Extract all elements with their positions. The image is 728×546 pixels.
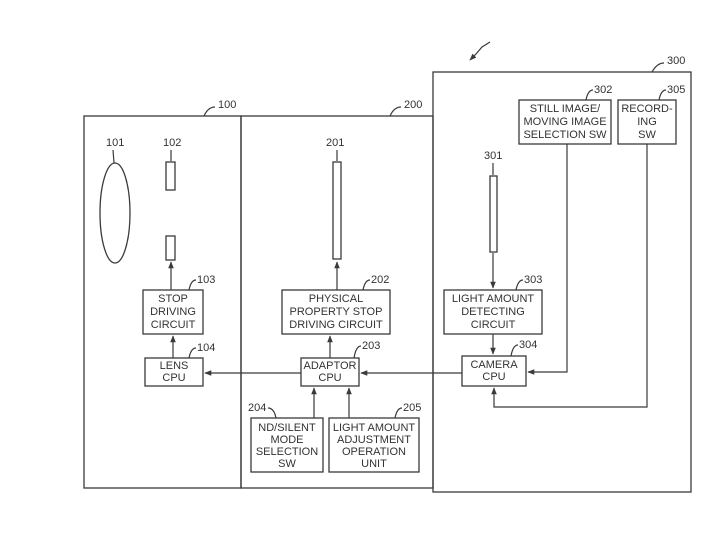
element-102-lower (166, 236, 175, 260)
unit-ref-200: 200 (404, 99, 422, 111)
svg-text:ND/SILENT: ND/SILENT (258, 422, 316, 434)
svg-text:SELECTION SW: SELECTION SW (523, 129, 607, 141)
light-amount-adjustment-operation-unit-block: LIGHT AMOUNT ADJUSTMENT OPERATION UNIT (329, 418, 419, 472)
unit-ref-100: 100 (218, 99, 236, 111)
svg-text:STOP: STOP (158, 293, 188, 305)
light-amount-detecting-circuit-leader (516, 280, 523, 290)
svg-text:MOVING IMAGE: MOVING IMAGE (523, 116, 606, 128)
physical-property-stop-driving-circuit-leader (363, 280, 370, 290)
unit-ref-300: 300 (667, 55, 685, 67)
svg-text:ADAPTOR: ADAPTOR (304, 360, 357, 372)
lens-cpu-ref: 104 (197, 342, 215, 354)
svg-text:DETECTING: DETECTING (461, 306, 525, 318)
adaptor-cpu-ref: 203 (362, 340, 380, 352)
svg-text:OPERATION: OPERATION (342, 446, 406, 458)
recording-sw-block: RECORD- ING SW (618, 100, 676, 144)
unit-leader-300 (652, 63, 664, 72)
element-201 (333, 162, 341, 259)
recording-sw-leader (659, 90, 666, 100)
still-moving-image-selection-sw-leader (586, 90, 593, 100)
lens-cpu-leader (189, 348, 196, 358)
svg-text:RECORD-: RECORD- (621, 103, 673, 115)
svg-text:MODE: MODE (271, 434, 304, 446)
still-moving-image-selection-sw-block: STILL IMAGE/ MOVING IMAGE SELECTION SW (519, 100, 611, 144)
stop-driving-circuit-ref: 103 (197, 274, 215, 286)
lens-101 (100, 163, 130, 263)
svg-text:CPU: CPU (318, 372, 341, 384)
svg-text:CAMERA: CAMERA (470, 359, 518, 371)
light-amount-detecting-circuit-ref: 303 (524, 274, 542, 286)
svg-text:CIRCUIT: CIRCUIT (151, 319, 196, 331)
unit-leader-200 (390, 107, 401, 116)
lens-101-ref: 101 (106, 137, 124, 149)
arrow-stillsw-to-cameracpu (528, 144, 567, 372)
svg-text:ING: ING (637, 116, 657, 128)
svg-text:CPU: CPU (482, 371, 505, 383)
svg-text:UNIT: UNIT (361, 458, 387, 470)
still-moving-image-selection-sw-ref: 302 (594, 84, 612, 96)
svg-text:DRIVING: DRIVING (150, 306, 196, 318)
svg-text:LIGHT AMOUNT: LIGHT AMOUNT (452, 293, 535, 305)
adaptor-cpu-block: ADAPTOR CPU (301, 358, 359, 386)
light-amount-adjustment-operation-unit-leader (395, 408, 402, 418)
svg-text:LIGHT AMOUNT: LIGHT AMOUNT (333, 422, 416, 434)
svg-text:STILL IMAGE/: STILL IMAGE/ (530, 103, 601, 115)
svg-text:SW: SW (638, 129, 656, 141)
unit-leader-100 (204, 107, 215, 116)
element-301-ref: 301 (484, 150, 502, 162)
svg-text:SW: SW (278, 458, 296, 470)
svg-text:DRIVING CIRCUIT: DRIVING CIRCUIT (289, 319, 383, 331)
nd-silent-mode-selection-sw-block: ND/SILENT MODE SELECTION SW (251, 418, 323, 472)
light-amount-adjustment-operation-unit-ref: 205 (403, 402, 421, 414)
element-201-ref: 201 (326, 137, 344, 149)
svg-text:SELECTION: SELECTION (256, 446, 318, 458)
svg-text:LENS: LENS (160, 360, 189, 372)
camera-cpu-leader (511, 345, 518, 356)
lens-cpu-block: LENS CPU (145, 358, 203, 386)
figure-pointer-arrow (470, 42, 490, 60)
nd-silent-mode-selection-sw-ref: 204 (248, 402, 266, 414)
element-301 (490, 176, 497, 252)
camera-cpu-ref: 304 (519, 339, 537, 351)
svg-text:ADJUSTMENT: ADJUSTMENT (337, 434, 411, 446)
element-102-ref: 102 (163, 137, 181, 149)
camera-cpu-block: CAMERA CPU (462, 356, 526, 386)
svg-text:CIRCUIT: CIRCUIT (471, 319, 516, 331)
svg-text:PHYSICAL: PHYSICAL (309, 293, 363, 305)
stop-driving-circuit-leader (189, 280, 196, 290)
light-amount-detecting-circuit-block: LIGHT AMOUNT DETECTING CIRCUIT (444, 290, 542, 334)
adaptor-cpu-leader (354, 346, 361, 358)
recording-sw-ref: 305 (667, 84, 685, 96)
lens-101-leader (113, 150, 114, 163)
element-102-upper (166, 162, 175, 190)
physical-property-stop-driving-circuit-ref: 202 (371, 274, 389, 286)
svg-text:PROPERTY STOP: PROPERTY STOP (290, 306, 383, 318)
svg-text:CPU: CPU (162, 372, 185, 384)
physical-property-stop-driving-circuit-block: PHYSICAL PROPERTY STOP DRIVING CIRCUIT (282, 290, 390, 334)
nd-silent-mode-selection-sw-leader (268, 408, 276, 418)
stop-driving-circuit-block: STOP DRIVING CIRCUIT (143, 290, 203, 334)
